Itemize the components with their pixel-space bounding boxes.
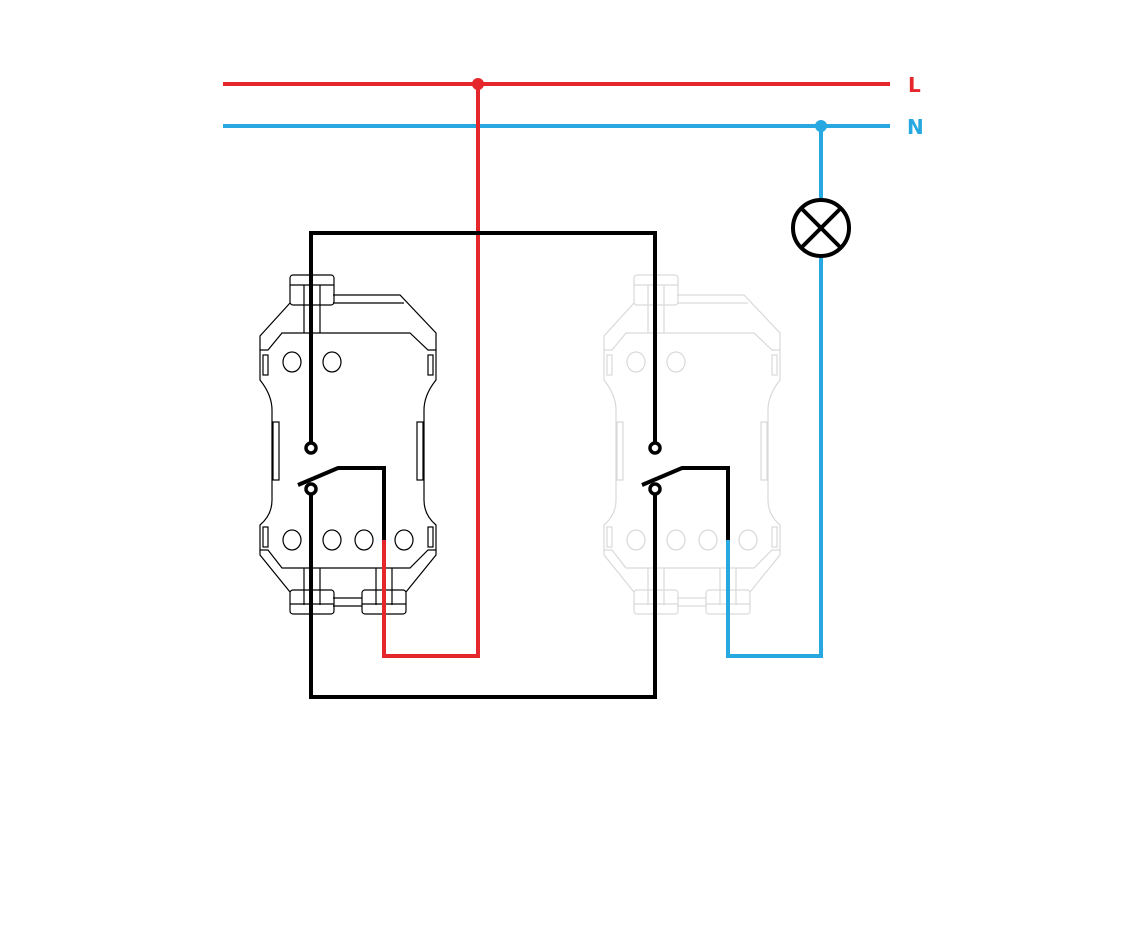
switch-lever-2 — [641, 466, 730, 540]
switch-lever-1 — [297, 466, 386, 540]
terminal-1a — [304, 441, 318, 455]
terminal-2b — [648, 482, 662, 496]
neutral-junction — [815, 120, 827, 132]
terminal-1b — [304, 482, 318, 496]
live-feed-wire — [382, 84, 480, 658]
live-junction — [472, 78, 484, 90]
switch-body-icon-2 — [603, 274, 781, 615]
traveller-wire-top — [309, 231, 657, 442]
live-label: L — [908, 73, 921, 97]
lamp-icon — [791, 198, 851, 258]
neutral-label: N — [907, 115, 924, 139]
lamp-wire — [726, 256, 823, 658]
traveller-wire-bottom — [309, 495, 657, 699]
terminal-2a — [648, 441, 662, 455]
switch-body-icon-1 — [259, 274, 437, 615]
